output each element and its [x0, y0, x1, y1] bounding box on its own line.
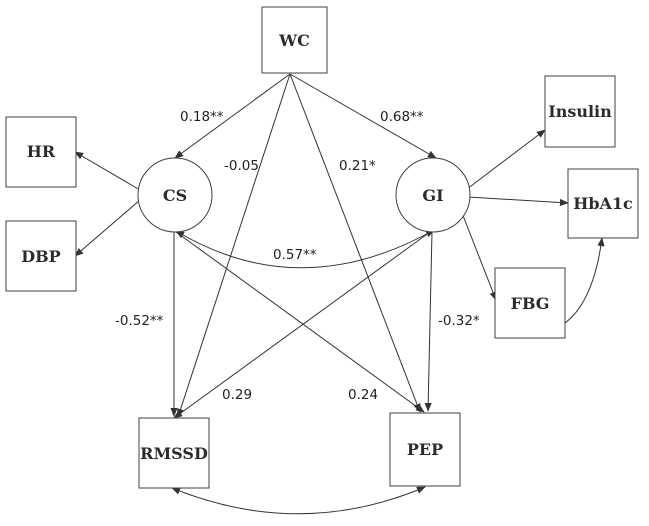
node-rmssd-box: [138, 417, 210, 489]
coef-wc-gi: 0.68**: [380, 109, 424, 125]
node-insulin: Insulin: [544, 75, 616, 148]
coef-cs-pep: 0.24: [348, 387, 378, 403]
edge-gi-insulin: [466, 129, 546, 190]
node-pep: PEP: [389, 412, 461, 487]
node-dbp: DBP: [5, 220, 77, 292]
node-pep-label: PEP: [407, 440, 443, 459]
node-hr: HR: [5, 116, 77, 188]
node-hba1c: HbA1c: [567, 168, 639, 239]
edge-rmssd-pep-covariance: [171, 486, 426, 515]
edge-gi-fbg: [461, 212, 497, 301]
edge-cs-dbp: [74, 199, 141, 257]
edge-wc-cs: [174, 73, 291, 159]
node-insulin-box: [544, 75, 616, 148]
node-hr-box: [5, 116, 77, 188]
node-rmssd: RMSSD: [138, 417, 210, 489]
node-rmssd-label: RMSSD: [140, 444, 208, 463]
coef-cs-gi: 0.57**: [273, 247, 317, 263]
coefficient-labels: 0.18** 0.68** -0.05 0.21* 0.57** -0.52**…: [115, 109, 480, 403]
coef-cs-rmssd: -0.52**: [115, 313, 164, 329]
nodes: WC HR DBP CS GI Insulin HbA1c FB: [5, 6, 639, 489]
node-pep-box: [389, 412, 461, 487]
edge-cs-pep: [175, 231, 425, 413]
node-cs-label: CS: [163, 186, 187, 205]
node-fbg: FBG: [494, 267, 566, 339]
edge-wc-rmssd: [177, 73, 291, 418]
coef-gi-rmssd: 0.29: [222, 387, 252, 403]
edges: [74, 73, 605, 515]
edge-wc-pep: [289, 73, 421, 413]
coef-gi-pep: -0.32*: [438, 313, 480, 329]
node-cs-circle: [137, 157, 213, 233]
node-hba1c-label: HbA1c: [573, 194, 633, 213]
node-wc-box: [261, 6, 328, 74]
edge-gi-rmssd: [173, 231, 431, 419]
node-gi-circle: [395, 157, 471, 233]
edge-cs-hr: [74, 151, 141, 191]
node-hr-label: HR: [27, 142, 56, 161]
node-hba1c-box: [567, 168, 639, 239]
edge-cs-gi-covariance: [175, 229, 435, 269]
node-fbg-box: [494, 267, 566, 339]
node-dbp-box: [5, 220, 77, 292]
node-wc-label: WC: [278, 31, 310, 50]
edge-gi-pep: [424, 231, 433, 412]
node-wc: WC: [261, 6, 328, 74]
edge-gi-hba1c: [467, 196, 569, 207]
node-insulin-label: Insulin: [548, 102, 612, 121]
coef-wc-pep: 0.21*: [339, 158, 376, 174]
node-dbp-label: DBP: [21, 247, 60, 266]
node-gi-label: GI: [422, 186, 443, 205]
coef-wc-rmssd: -0.05: [224, 158, 259, 174]
node-cs: CS: [137, 157, 213, 233]
coef-wc-cs: 0.18**: [180, 109, 224, 125]
edge-wc-gi: [289, 73, 437, 159]
node-gi: GI: [395, 157, 471, 233]
node-fbg-label: FBG: [511, 294, 550, 313]
